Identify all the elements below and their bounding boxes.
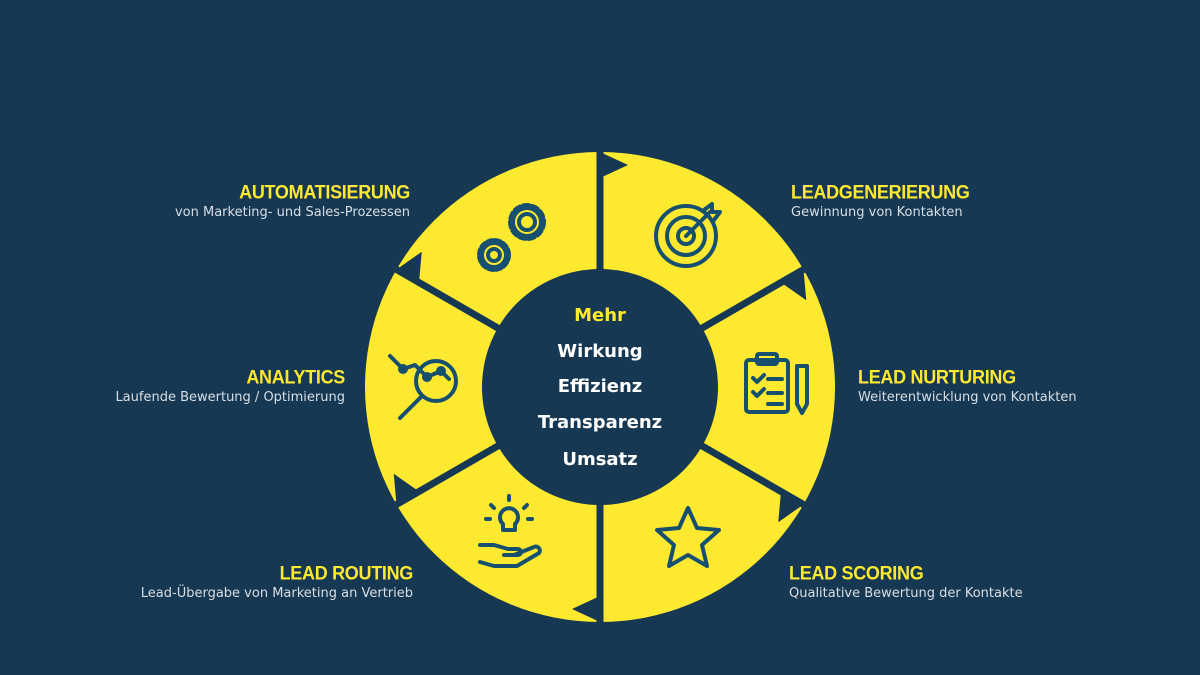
target-icon xyxy=(654,202,722,268)
label-lead-routing: LEAD ROUTING Lead-Übergabe von Marketing… xyxy=(83,562,414,604)
hand-lightbulb-icon xyxy=(478,494,542,568)
arrow-flag-icon xyxy=(600,152,628,178)
segment-subtitle: Weiterentwicklung von Kontakten xyxy=(858,390,1077,405)
segment-title: LEAD NURTURING xyxy=(858,366,1016,388)
arrow-flag-icon xyxy=(393,473,420,505)
segment-subtitle: Gewinnung von Kontakten xyxy=(791,205,963,220)
segment-subtitle: Qualitative Bewertung der Kontakte xyxy=(789,586,1023,601)
label-lead-scoring: LEAD SCORING Qualitative Bewertung der K… xyxy=(789,562,1119,604)
segment-title: LEAD ROUTING xyxy=(279,562,414,584)
arrow-flag-icon xyxy=(396,251,422,283)
magnifier-chart-icon xyxy=(388,354,458,420)
arrow-flag-icon xyxy=(780,269,807,301)
segment-title: ANALYTICS xyxy=(246,366,345,388)
gears-icon xyxy=(477,203,546,272)
label-lead-nurturing: LEAD NURTURING Weiterentwicklung von Kon… xyxy=(858,366,1188,408)
segment-subtitle: Laufende Bewertung / Optimierung xyxy=(115,390,345,405)
segment-title: AUTOMATISIERUNG xyxy=(239,181,410,203)
segment-subtitle: von Marketing- und Sales-Prozessen xyxy=(174,205,410,220)
arrow-flag-icon xyxy=(572,596,600,622)
arrow-flag-icon xyxy=(778,491,804,523)
label-automatisierung: AUTOMATISIERUNG von Marketing- und Sales… xyxy=(80,181,410,223)
center-circle xyxy=(482,269,718,505)
center-line-wirkung: Wirkung xyxy=(557,341,643,362)
center-line-mehr: Mehr xyxy=(574,305,626,326)
segment-title: LEAD SCORING xyxy=(789,562,924,584)
label-leadgenerierung: LEADGENERIERUNG Gewinnung von Kontakten xyxy=(791,181,1121,223)
segment-title: LEADGENERIERUNG xyxy=(791,181,970,203)
star-icon xyxy=(655,506,721,568)
center-line-effizienz: Effizienz xyxy=(557,376,643,397)
label-analytics: ANALYTICS Laufende Bewertung / Optimieru… xyxy=(15,366,345,408)
center-line-transparenz: Transparenz xyxy=(537,412,663,433)
center-line-umsatz: Umsatz xyxy=(562,449,638,470)
clipboard-checklist-icon xyxy=(744,352,809,415)
segment-subtitle: Lead-Übergabe von Marketing an Vertrieb xyxy=(140,586,413,601)
